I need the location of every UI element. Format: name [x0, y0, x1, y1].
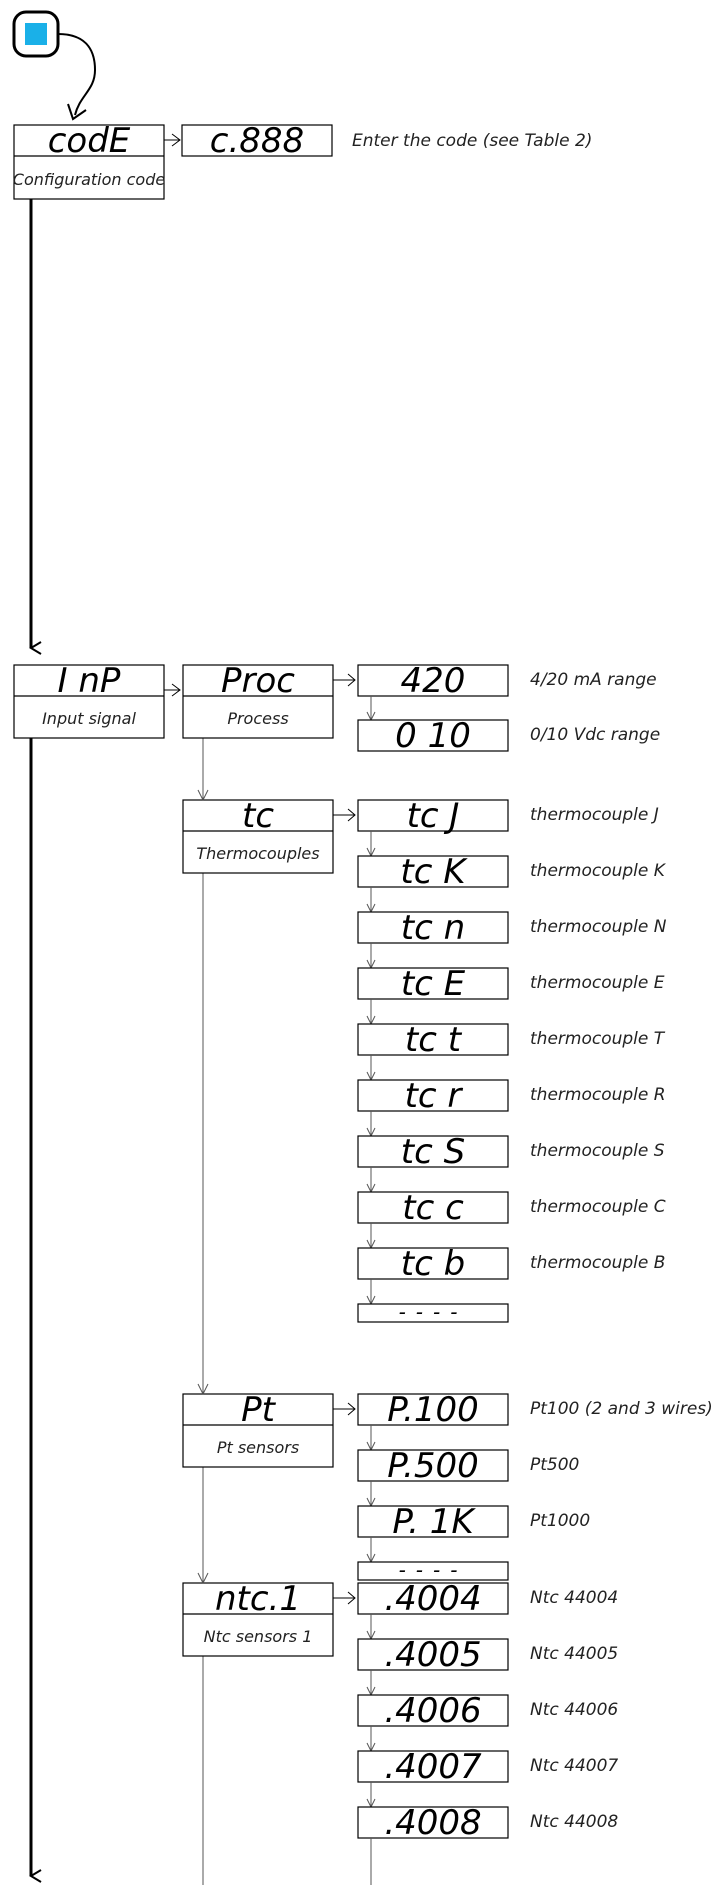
option-proc-display: 420: [401, 661, 466, 701]
group-proc-caption: Process: [227, 709, 288, 728]
option-ntc1-display: .4004: [384, 1579, 481, 1619]
option-pt-0[interactable]: P.100: [357, 1390, 509, 1430]
option-tc-display: tc b: [401, 1244, 465, 1284]
option-tc-display: tc c: [402, 1188, 464, 1228]
option-proc-description: 0/10 Vdc range: [530, 725, 660, 745]
option-pt-description: Pt500: [530, 1455, 579, 1475]
option-tc-display: tc r: [405, 1076, 464, 1116]
option-tc-display: tc t: [405, 1020, 463, 1060]
input-next-arrow: [164, 683, 181, 697]
option-pt-description: Pt100 (2 and 3 wires): [530, 1399, 712, 1419]
group-to-option-arrowhead: [347, 1591, 356, 1605]
group-tc-caption: Thermocouples: [196, 844, 319, 863]
option-proc-display: 0 10: [395, 716, 471, 756]
option-ntc1-description: Ntc 44006: [530, 1700, 618, 1720]
option-tc-description: thermocouple E: [530, 973, 665, 993]
code-value-display: c.888: [210, 121, 304, 161]
option-tc-description: thermocouple S: [530, 1141, 665, 1161]
group-to-option-arrowhead: [347, 808, 356, 822]
option-pt-3[interactable]: ----: [357, 1558, 509, 1582]
option-pt-display: ----: [399, 1558, 468, 1582]
option-ntc1-display: .4006: [384, 1691, 481, 1731]
group-ntc1-caption: Ntc sensors 1: [204, 1627, 313, 1646]
code-menu[interactable]: codE Configuration code: [13, 121, 166, 200]
option-ntc1-3[interactable]: .4007: [357, 1747, 509, 1787]
option-tc-description: thermocouple C: [530, 1197, 666, 1217]
group-entry-arrow: [197, 1383, 209, 1396]
code-display: codE: [48, 121, 131, 161]
group-proc-display: Proc: [221, 661, 295, 701]
input-signal-caption: Input signal: [42, 709, 136, 728]
option-tc-0[interactable]: tc J: [357, 796, 509, 836]
option-ntc1-1[interactable]: .4005: [357, 1635, 509, 1675]
code-next-arrow: [164, 133, 181, 147]
code-value-box[interactable]: c.888: [181, 121, 333, 161]
option-tc-9[interactable]: ----: [357, 1300, 509, 1324]
option-tc-display: tc E: [401, 964, 466, 1004]
option-ntc1-2[interactable]: .4006: [357, 1691, 509, 1731]
option-pt-display: P. 1K: [392, 1502, 476, 1542]
option-tc-5[interactable]: tc r: [357, 1076, 509, 1116]
option-ntc1-description: Ntc 44007: [530, 1756, 618, 1776]
input-signal-menu[interactable]: I nP Input signal: [13, 661, 165, 739]
option-ntc1-display: .4005: [384, 1635, 481, 1675]
code-caption: Configuration code: [13, 170, 166, 189]
option-tc-7[interactable]: tc c: [357, 1188, 509, 1228]
option-tc-display: tc J: [407, 796, 460, 836]
option-tc-description: thermocouple R: [530, 1085, 666, 1105]
group-ntc1-display: ntc.1: [215, 1579, 301, 1619]
option-tc-3[interactable]: tc E: [357, 964, 509, 1004]
option-tc-display: tc K: [400, 852, 468, 892]
group-entry-arrow: [197, 789, 209, 802]
option-tc-6[interactable]: tc S: [357, 1132, 509, 1172]
option-pt-1[interactable]: P.500: [357, 1446, 509, 1486]
group-pt-menu[interactable]: Pt Pt sensors: [182, 1390, 334, 1468]
option-ntc1-description: Ntc 44004: [530, 1588, 618, 1608]
group-to-option-arrowhead: [347, 673, 356, 687]
option-proc-0[interactable]: 420: [357, 661, 509, 701]
group-to-option-arrowhead: [347, 1402, 356, 1416]
option-tc-description: thermocouple B: [530, 1253, 665, 1273]
group-entry-arrow: [197, 1572, 209, 1585]
option-tc-4[interactable]: tc t: [357, 1020, 509, 1060]
option-proc-1[interactable]: 0 10: [357, 716, 509, 756]
option-ntc1-4[interactable]: .4008: [357, 1803, 509, 1843]
option-proc-description: 4/20 mA range: [530, 670, 657, 690]
option-pt-2[interactable]: P. 1K: [357, 1502, 509, 1542]
option-ntc1-description: Ntc 44005: [530, 1644, 618, 1664]
option-tc-description: thermocouple K: [530, 861, 667, 881]
start-icon: [12, 10, 97, 121]
option-pt-description: Pt1000: [530, 1511, 590, 1531]
option-ntc1-0[interactable]: .4004: [357, 1579, 509, 1619]
option-tc-description: thermocouple T: [530, 1029, 666, 1049]
option-tc-1[interactable]: tc K: [357, 852, 509, 892]
option-tc-display: tc n: [401, 908, 465, 948]
option-ntc1-display: .4008: [384, 1803, 481, 1843]
group-pt-display: Pt: [241, 1390, 277, 1430]
option-ntc1-display: .4007: [384, 1747, 482, 1787]
option-tc-8[interactable]: tc b: [357, 1244, 509, 1284]
option-tc-display: tc S: [401, 1132, 465, 1172]
option-pt-display: P.500: [387, 1446, 479, 1486]
option-tc-description: thermocouple J: [530, 805, 659, 825]
input-signal-display: I nP: [58, 661, 121, 701]
code-description: Enter the code (see Table 2): [352, 131, 592, 151]
option-ntc1-description: Ntc 44008: [530, 1812, 618, 1832]
group-pt-caption: Pt sensors: [217, 1438, 299, 1457]
option-pt-display: P.100: [387, 1390, 479, 1430]
option-tc-display: ----: [399, 1300, 468, 1324]
option-tc-2[interactable]: tc n: [357, 908, 509, 948]
group-tc-display: tc: [242, 796, 274, 836]
option-tc-description: thermocouple N: [530, 917, 667, 937]
